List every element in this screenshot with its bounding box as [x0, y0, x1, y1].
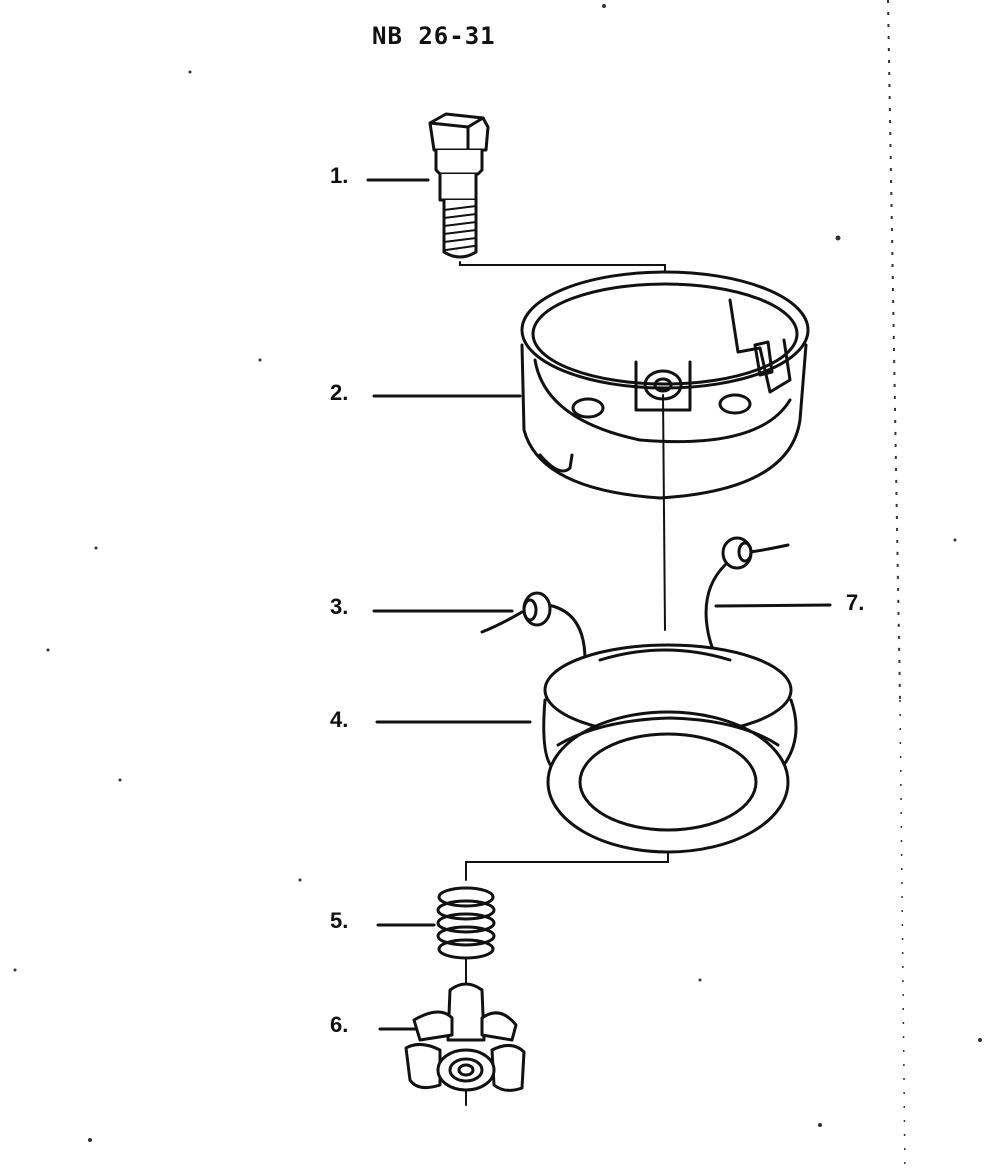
part-6-piston [404, 982, 526, 1092]
part-7-wire-right [704, 536, 790, 664]
part-4-ring [542, 643, 798, 854]
callout-6: 6. [330, 1012, 348, 1037]
part-1-bolt [428, 112, 490, 259]
callout-leaders [366, 178, 832, 1031]
drawing-code: NB 26-31 [372, 22, 496, 50]
part-5-spring [436, 886, 496, 986]
part-2-housing [520, 270, 810, 500]
callout-labels: 1. 2. 3. 4. 5. 6. 7. [330, 163, 864, 1037]
callout-4: 4. [330, 707, 348, 732]
callout-2: 2. [330, 380, 348, 405]
callout-3: 3. [330, 594, 348, 619]
callout-7: 7. [846, 590, 864, 615]
callout-5: 5. [330, 908, 348, 933]
callout-1: 1. [330, 163, 348, 188]
scan-noise [13, 0, 982, 1173]
